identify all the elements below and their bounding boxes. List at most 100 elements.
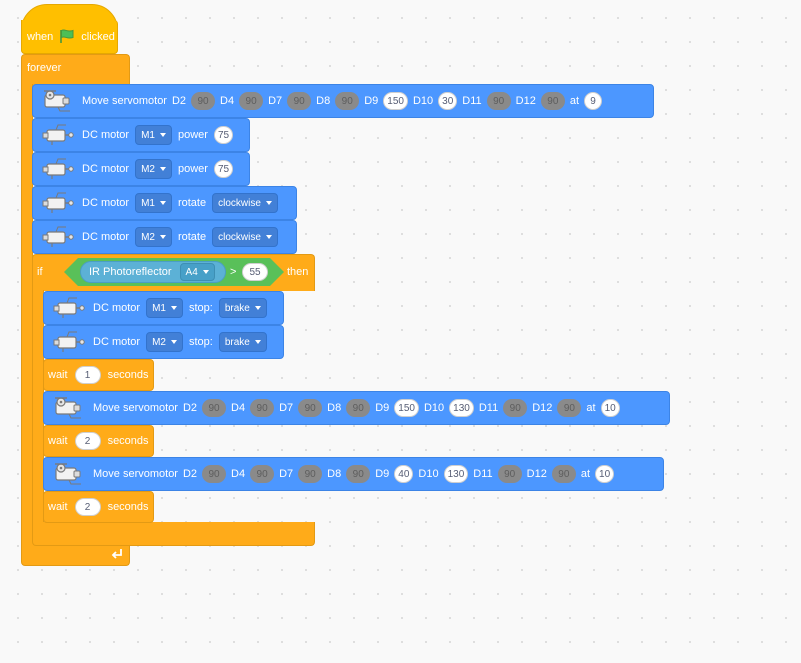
pin-d9-label: D9 [375,468,390,480]
if-bottom [32,522,315,546]
pin-d4-label: D4 [231,468,246,480]
clicked-label: clicked [81,30,115,43]
chevron-down-icon [159,235,166,239]
stop-label: stop: [188,302,213,314]
at-label: at [580,468,591,480]
when-label: when [27,30,54,43]
port-dropdown[interactable]: A4 [179,263,215,281]
motor-dropdown[interactable]: M1 [135,125,172,145]
pin-d9-value[interactable]: 40 [394,465,414,483]
dc-motor-icon [42,192,74,214]
hat-content: when clicked [27,29,115,44]
pin-d12-value[interactable]: 90 [557,399,582,417]
servo-2-content: Move servomotor D2 90 D4 90 D7 90 D8 90 … [93,399,620,417]
rotate-label: rotate [177,197,207,209]
seconds-label: seconds [107,435,149,447]
motor-dropdown[interactable]: M2 [135,159,172,179]
dc-motor-icon [53,297,85,319]
then-label: then [287,266,309,278]
pin-d4-value[interactable]: 90 [239,92,264,110]
motor-dropdown[interactable]: M1 [146,298,183,318]
threshold-value[interactable]: 55 [242,263,268,281]
pin-d8-value[interactable]: 90 [335,92,360,110]
pin-d12-label: D12 [526,468,547,480]
pin-d4-value[interactable]: 90 [250,399,275,417]
forever-label: forever [27,62,62,74]
chevron-down-icon [159,167,166,171]
pin-d10-label: D10 [418,468,439,480]
power-2-content: DC motor M2 power 75 [82,159,234,179]
pin-d10-value[interactable]: 130 [443,465,469,483]
servo-icon [54,463,82,485]
dc-motor-label: DC motor [82,231,130,243]
servo-3-content: Move servomotor D2 90 D4 90 D7 90 D8 90 … [93,465,615,483]
power-value[interactable]: 75 [213,126,234,144]
motor-dropdown[interactable]: M1 [135,193,172,213]
stop-label: stop: [188,336,213,348]
pin-d10-value[interactable]: 130 [449,399,474,417]
pin-d11-value[interactable]: 90 [503,399,528,417]
pin-d7-value[interactable]: 90 [298,465,323,483]
dc-motor-label: DC motor [93,336,141,348]
wait-1-content: wait 1 seconds [48,366,149,384]
chevron-down-icon [265,201,272,205]
pin-d11-value[interactable]: 90 [486,92,511,110]
pin-d2-label: D2 [171,95,187,107]
direction-dropdown[interactable]: clockwise [212,193,278,213]
servo-1-content: Move servomotor D2 90 D4 90 D7 90 D8 90 … [82,92,603,110]
motor-dropdown[interactable]: M2 [135,227,172,247]
servo-icon [43,90,71,112]
dc-motor-label: DC motor [82,129,130,141]
wait-seconds-value[interactable]: 1 [74,366,101,384]
pin-d10-value[interactable]: 30 [438,92,458,110]
pin-d12-value[interactable]: 90 [540,92,565,110]
servo-speed-value[interactable]: 10 [600,399,620,417]
rotate-1-content: DC motor M1 rotate clockwise [82,193,278,213]
pin-d7-value[interactable]: 90 [298,399,323,417]
servo-speed-value[interactable]: 9 [584,92,603,110]
servo-speed-value[interactable]: 10 [595,465,615,483]
wait-block-3[interactable] [43,491,154,523]
pin-d11-value[interactable]: 90 [497,465,522,483]
pin-d10-label: D10 [412,95,434,107]
pin-d2-value[interactable]: 90 [202,399,227,417]
wait-seconds-value[interactable]: 2 [74,498,101,516]
pin-d7-value[interactable]: 90 [287,92,312,110]
pin-d8-value[interactable]: 90 [346,465,371,483]
dc-motor-icon [53,331,85,353]
dc-motor-label: DC motor [82,197,130,209]
pin-d2-label: D2 [182,468,198,480]
pin-d4-label: D4 [220,95,235,107]
power-1-content: DC motor M1 power 75 [82,125,234,145]
servo-icon [54,397,82,419]
dc-motor-icon [42,124,74,146]
pin-d11-label: D11 [478,402,499,414]
pin-d9-value[interactable]: 150 [394,399,419,417]
stop-1-content: DC motor M1 stop: brake [93,298,267,318]
seconds-label: seconds [107,369,149,381]
wait-label: wait [48,501,68,513]
chevron-down-icon [254,340,261,344]
chevron-down-icon [265,235,272,239]
stop-mode-dropdown[interactable]: brake [218,298,267,318]
pin-d2-value[interactable]: 90 [191,92,216,110]
wait-3-content: wait 2 seconds [48,498,149,516]
motor-dropdown[interactable]: M2 [146,332,183,352]
pin-d2-value[interactable]: 90 [202,465,227,483]
power-value[interactable]: 75 [213,160,234,178]
loop-arrow-icon [111,549,122,559]
pin-d12-label: D12 [515,95,536,107]
pin-d9-value[interactable]: 150 [383,92,408,110]
forever-block[interactable] [21,54,130,85]
pin-d9-label: D9 [375,402,390,414]
at-label: at [569,95,580,107]
pin-d4-value[interactable]: 90 [250,465,275,483]
dc-motor-label: DC motor [82,163,130,175]
power-label: power [177,163,208,175]
stop-mode-dropdown[interactable]: brake [218,332,267,352]
pin-d8-value[interactable]: 90 [346,399,371,417]
pin-d12-value[interactable]: 90 [551,465,576,483]
direction-dropdown[interactable]: clockwise [212,227,278,247]
wait-seconds-value[interactable]: 2 [74,432,101,450]
wait-label: wait [48,369,68,381]
